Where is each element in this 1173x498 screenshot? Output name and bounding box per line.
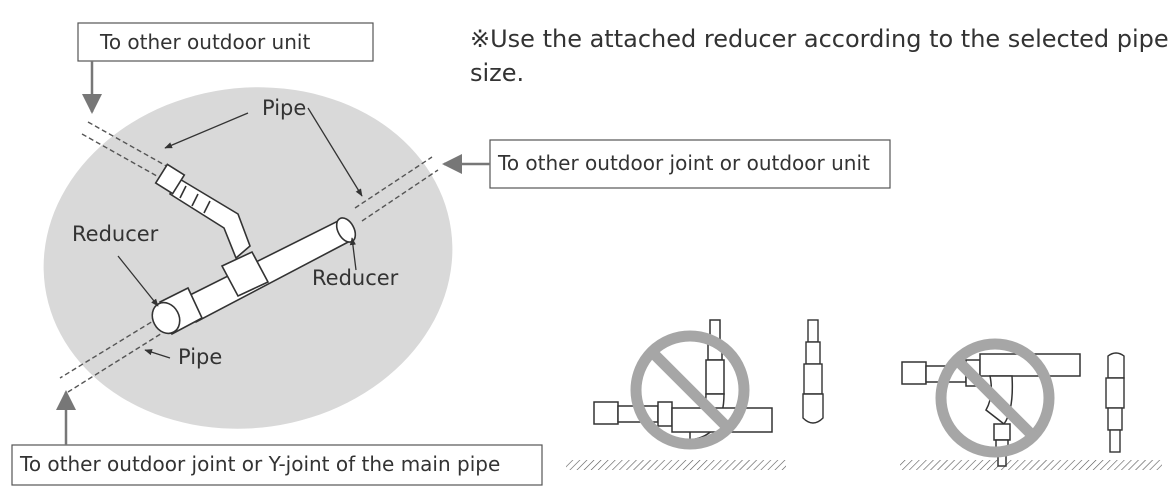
- leader-lines: [117, 107, 363, 359]
- pipe-bottom-left: [59, 317, 168, 393]
- callout-pipe-top: Pipe: [262, 96, 307, 120]
- callout-reducer-right: Reducer: [312, 266, 399, 290]
- box-bottom: [11, 444, 543, 486]
- pipe-right: [354, 156, 439, 222]
- callout-reducer-left: Reducer: [72, 222, 159, 246]
- wrong-install-example-2: [900, 338, 1162, 470]
- box-arrows: [56, 61, 490, 445]
- prohibited-icon: [630, 330, 750, 450]
- reducer-note: ※Use the attached reducer according to t…: [470, 25, 1169, 87]
- prohibited-icon: [935, 338, 1055, 458]
- wrong-install-example-1: [566, 319, 824, 470]
- floor-hatch-right: [900, 460, 1162, 470]
- floor-hatch-left: [566, 460, 786, 470]
- label-to-other-outdoor-unit: To other outdoor unit: [100, 30, 311, 54]
- callout-pipe-bottom: Pipe: [178, 345, 223, 369]
- label-to-other-outdoor-joint-or-unit: To other outdoor joint or outdoor unit: [498, 151, 870, 175]
- label-to-main-pipe: To other outdoor joint or Y-joint of the…: [20, 452, 501, 476]
- box-top-left: [77, 22, 374, 62]
